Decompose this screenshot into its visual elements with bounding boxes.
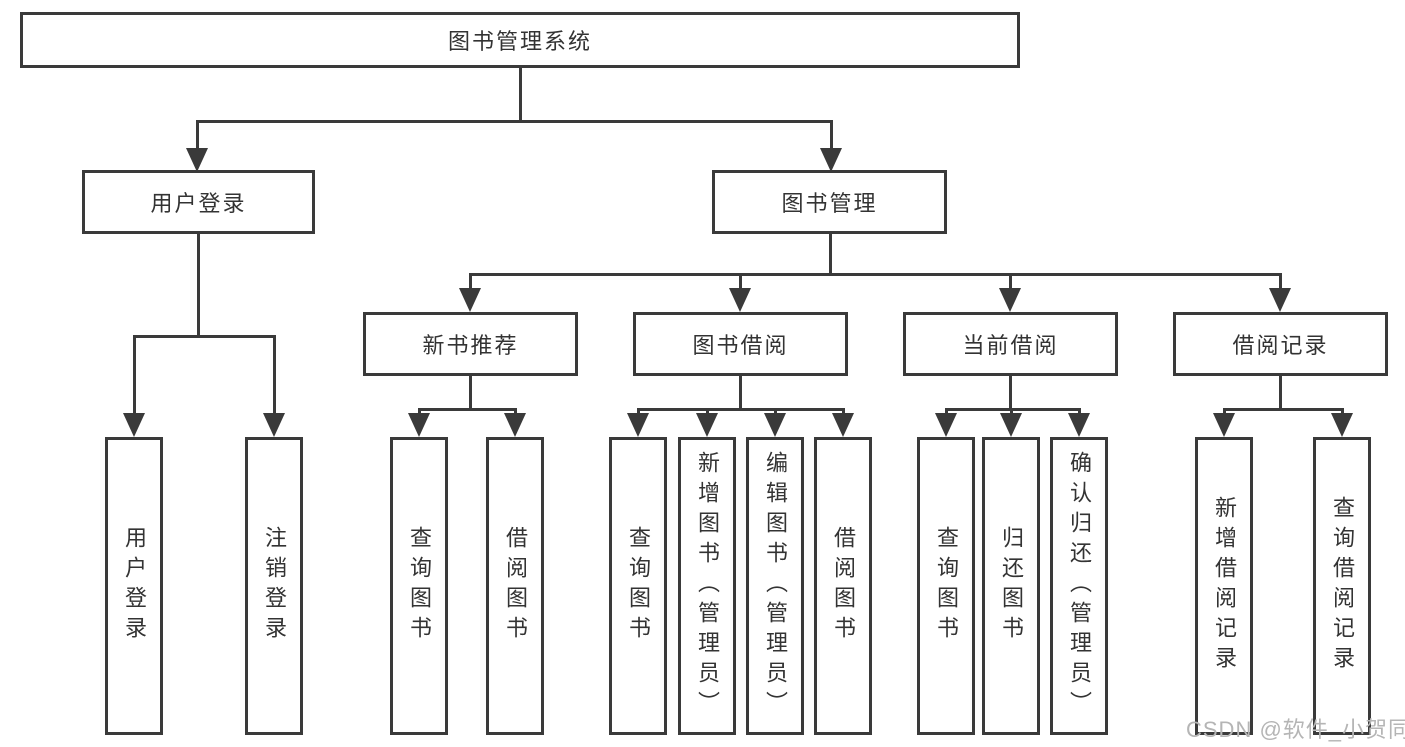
connector-arrow [1269,275,1291,312]
node-label: 新书推荐 [422,333,519,358]
node-borrowing-records: 借阅记录 [1173,312,1388,376]
connector-arrow [1000,410,1022,437]
node-label: 确认归还（管理员） [1067,451,1092,721]
node-book-management: 图书管理 [712,170,947,234]
connector-arrow [729,275,751,312]
connector-line [1223,408,1344,411]
connector-line [469,273,1282,276]
node-label: 查询借阅记录 [1330,496,1355,676]
node-book-borrowing: 图书借阅 [633,312,848,376]
leaf-query-books-current: 查询图书 [917,437,975,735]
connector-line [133,335,276,338]
connector-line [1009,376,1012,408]
node-label: 查询图书 [934,526,959,646]
connector-arrow [1068,410,1090,437]
node-label: 新增图书（管理员） [695,451,720,721]
leaf-logout-login: 注销登录 [245,437,303,735]
node-label: 新增借阅记录 [1212,496,1237,676]
leaf-add-books-admin: 新增图书（管理员） [678,437,736,735]
connector-line [945,408,1081,411]
connector-arrow [820,122,842,172]
connector-line [519,66,522,120]
connector-arrow [696,410,718,437]
node-label: 图书管理 [781,191,878,216]
node-root: 图书管理系统 [20,12,1020,68]
connector-arrow [408,410,430,437]
connector-line [1279,376,1282,408]
connector-line [739,376,742,408]
leaf-borrow-books-borrowing: 借阅图书 [814,437,872,735]
connector-arrow [1213,410,1235,437]
node-label: 当前借阅 [962,333,1059,358]
leaf-query-books-recommend: 查询图书 [390,437,448,735]
node-label: 用户登录 [150,191,247,216]
node-label: 注销登录 [262,526,287,646]
connector-line [196,120,833,123]
node-label: 借阅记录 [1232,333,1329,358]
node-label: 用户登录 [122,526,147,646]
connector-arrow [999,275,1021,312]
leaf-edit-books-admin: 编辑图书（管理员） [746,437,804,735]
connector-line [637,408,845,411]
node-label: 查询图书 [626,526,651,646]
node-label: 借阅图书 [831,526,856,646]
connector-arrow [764,410,786,437]
leaf-user-login: 用户登录 [105,437,163,735]
node-label: 归还图书 [999,526,1024,646]
connector-arrow [459,275,481,312]
connector-arrow [1331,410,1353,437]
node-label: 查询图书 [407,526,432,646]
connector-line [418,408,517,411]
leaf-confirm-return-admin: 确认归还（管理员） [1050,437,1108,735]
leaf-query-books-borrowing: 查询图书 [609,437,667,735]
node-current-borrowing: 当前借阅 [903,312,1118,376]
node-label: 图书借阅 [692,333,789,358]
node-user-login: 用户登录 [82,170,315,234]
leaf-query-borrow-record: 查询借阅记录 [1313,437,1371,735]
csdn-watermark: CSDN @软件_小贺同学 [1186,717,1405,742]
connector-arrow [123,337,145,437]
node-new-book-recommend: 新书推荐 [363,312,578,376]
connector-arrow [186,122,208,172]
connector-line [829,234,832,273]
connector-arrow [627,410,649,437]
leaf-return-books: 归还图书 [982,437,1040,735]
node-label: 借阅图书 [503,526,528,646]
connector-line [469,376,472,408]
connector-arrow [832,410,854,437]
connector-arrow [935,410,957,437]
connector-arrow [263,337,285,437]
connector-arrow [504,410,526,437]
node-label: 编辑图书（管理员） [763,451,788,721]
leaf-add-borrow-record: 新增借阅记录 [1195,437,1253,735]
connector-line [197,234,200,335]
node-root-label: 图书管理系统 [447,29,592,54]
leaf-borrow-books-recommend: 借阅图书 [486,437,544,735]
